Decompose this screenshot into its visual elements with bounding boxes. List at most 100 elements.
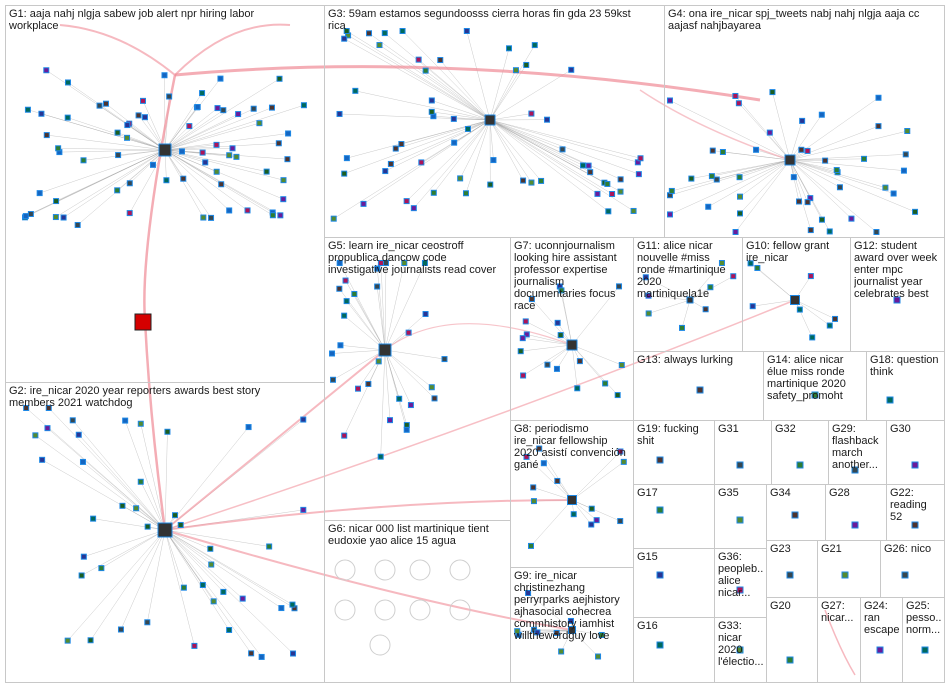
group-panel-g13: G13: always lurking bbox=[633, 351, 764, 421]
group-label-g27: G27: nicar... bbox=[821, 600, 854, 624]
network-node bbox=[807, 273, 814, 280]
network-node bbox=[401, 260, 408, 266]
network-node bbox=[769, 89, 776, 96]
network-node bbox=[90, 515, 97, 522]
group-label-g17: G17 bbox=[637, 487, 658, 499]
edge-light bbox=[384, 32, 491, 121]
edge-light bbox=[333, 119, 491, 219]
edge-light bbox=[571, 461, 624, 501]
group-panel-g14: G14: alice nicar élue miss ronde martini… bbox=[763, 351, 867, 421]
group-label-g18: G18: question think bbox=[870, 354, 939, 378]
network-node bbox=[69, 417, 76, 424]
network-node bbox=[902, 151, 909, 158]
edge-light bbox=[789, 159, 904, 171]
edge-strong bbox=[164, 529, 573, 631]
network-node bbox=[226, 207, 233, 214]
edge-light bbox=[59, 149, 166, 153]
network-node bbox=[266, 543, 273, 550]
group-label-g14: G14: alice nicar élue miss ronde martini… bbox=[767, 354, 846, 402]
network-node bbox=[186, 123, 193, 130]
network-node bbox=[904, 127, 911, 134]
network-node bbox=[64, 114, 71, 121]
edge-light bbox=[789, 159, 838, 173]
edge-strong bbox=[143, 74, 177, 321]
network-node bbox=[487, 181, 494, 188]
network-node bbox=[574, 385, 581, 392]
edge-light bbox=[648, 295, 691, 301]
edge-light bbox=[669, 159, 791, 196]
network-node bbox=[656, 506, 664, 514]
network-node bbox=[119, 502, 126, 509]
edge-light bbox=[379, 44, 491, 121]
edge-light bbox=[571, 629, 602, 636]
edge-light bbox=[406, 119, 491, 202]
edge-light bbox=[354, 293, 386, 351]
network-node bbox=[679, 324, 686, 331]
group-panel-g18: G18: question think bbox=[866, 351, 945, 421]
network-node bbox=[512, 67, 519, 74]
edge-light bbox=[81, 529, 166, 576]
network-node bbox=[330, 215, 337, 222]
edge-light bbox=[164, 529, 294, 654]
edge-light bbox=[789, 159, 841, 188]
group-label-g21: G21 bbox=[821, 543, 842, 555]
self-loop-ring bbox=[334, 599, 356, 621]
network-node bbox=[98, 565, 105, 572]
edge-light bbox=[533, 487, 573, 501]
network-node bbox=[719, 148, 726, 155]
network-node bbox=[804, 199, 811, 206]
edge-light bbox=[164, 78, 280, 151]
group-label-g7: G7: uconnjournalism looking hire assista… bbox=[514, 240, 617, 312]
network-node bbox=[667, 97, 673, 104]
network-node bbox=[268, 104, 275, 111]
network-node bbox=[52, 214, 59, 221]
network-node bbox=[300, 102, 307, 109]
network-node bbox=[403, 426, 410, 433]
group-label-g6: G6: nicar 000 list martinique tient eudo… bbox=[328, 523, 489, 547]
self-loop-ring bbox=[449, 559, 471, 581]
group-panel-g1: G1: aaja nahj nlgja sabew job alert npr … bbox=[5, 5, 325, 383]
network-node bbox=[617, 448, 624, 455]
group-panel-g3: G3: 59am estamos segundoosss cierra hora… bbox=[324, 5, 665, 238]
network-node bbox=[522, 318, 529, 325]
network-node bbox=[875, 94, 882, 101]
edge-light bbox=[390, 119, 491, 165]
network-node bbox=[117, 626, 124, 633]
group-panel-g35: G35 bbox=[714, 484, 767, 549]
network-node bbox=[886, 396, 894, 404]
edge-light bbox=[531, 298, 573, 346]
group-label-g35: G35 bbox=[718, 487, 739, 499]
network-node bbox=[536, 445, 543, 452]
network-node bbox=[275, 140, 282, 147]
network-node bbox=[352, 87, 359, 94]
group-label-g15: G15 bbox=[637, 551, 658, 563]
group-panel-g33: G33: nicar 2020 l'électio... bbox=[714, 617, 767, 683]
network-node bbox=[43, 67, 50, 74]
network-node bbox=[133, 505, 140, 512]
network-node bbox=[713, 176, 720, 183]
self-loop-ring bbox=[409, 559, 431, 581]
edge-light bbox=[355, 90, 491, 121]
network-node bbox=[387, 160, 394, 167]
edge-light bbox=[48, 407, 166, 531]
group-panel-g28: G28 bbox=[825, 484, 887, 541]
group-panel-g27: G27: nicar... bbox=[817, 597, 861, 683]
network-node bbox=[620, 458, 627, 465]
edge-light bbox=[344, 38, 491, 121]
edge-light bbox=[789, 114, 823, 161]
edge-strong bbox=[384, 323, 573, 351]
edge-light bbox=[489, 119, 638, 163]
self-loop-ring bbox=[449, 599, 471, 621]
edge-light bbox=[340, 345, 386, 351]
network-node bbox=[23, 405, 30, 411]
network-node bbox=[826, 322, 833, 329]
hub-node bbox=[157, 522, 173, 538]
edge-light bbox=[78, 434, 166, 531]
edge-light bbox=[164, 149, 222, 185]
hub-node bbox=[784, 154, 796, 166]
edge-light bbox=[90, 529, 166, 641]
edge-light bbox=[164, 104, 305, 151]
group-label-g4: G4: ona ire_nicar spj_tweets nabj nahj n… bbox=[668, 8, 920, 32]
network-node bbox=[804, 147, 811, 154]
network-node bbox=[818, 216, 825, 223]
